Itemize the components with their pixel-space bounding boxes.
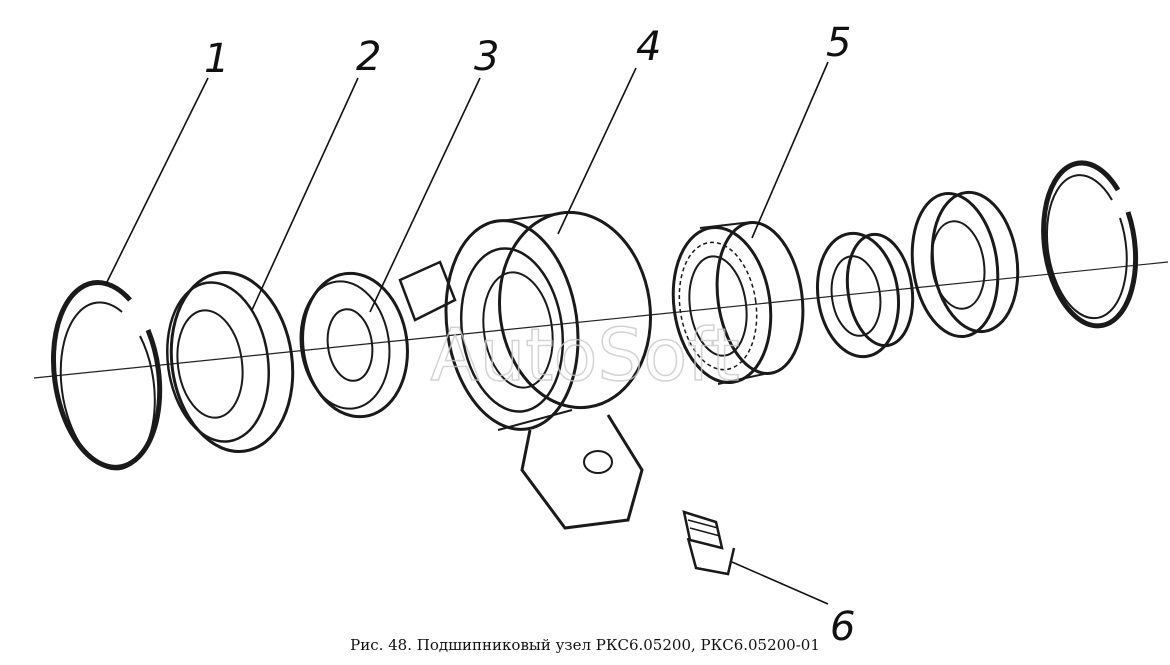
second-snap-ring [1041,160,1139,329]
callout-6: 6 [830,604,855,650]
callout-4: 4 [636,24,661,70]
part-2-seal [166,270,295,454]
callout-3: 3 [474,34,499,80]
leader-5 [751,61,829,239]
second-bearing [815,231,915,359]
part-1-snap-ring [51,280,163,471]
callout-5: 5 [826,20,851,66]
second-seal [910,190,1020,339]
leader-1 [105,77,209,285]
part-6-grease-fitting [682,510,736,576]
leader-4 [557,67,637,235]
leader-2 [251,77,359,311]
part-5-ball-bearing [671,221,805,385]
leader-3 [369,77,481,313]
leader-lines [105,61,829,605]
leader-6 [731,561,829,605]
axis-line [33,261,1169,379]
callout-2: 2 [356,34,381,80]
callout-1: 1 [204,36,229,82]
part-3-washer [299,271,409,419]
figure-caption: Рис. 48. Подшипниковый узел РКС6.05200, … [350,636,820,654]
watermark: AutoSoft [430,313,739,397]
part-4-housing [398,210,653,530]
